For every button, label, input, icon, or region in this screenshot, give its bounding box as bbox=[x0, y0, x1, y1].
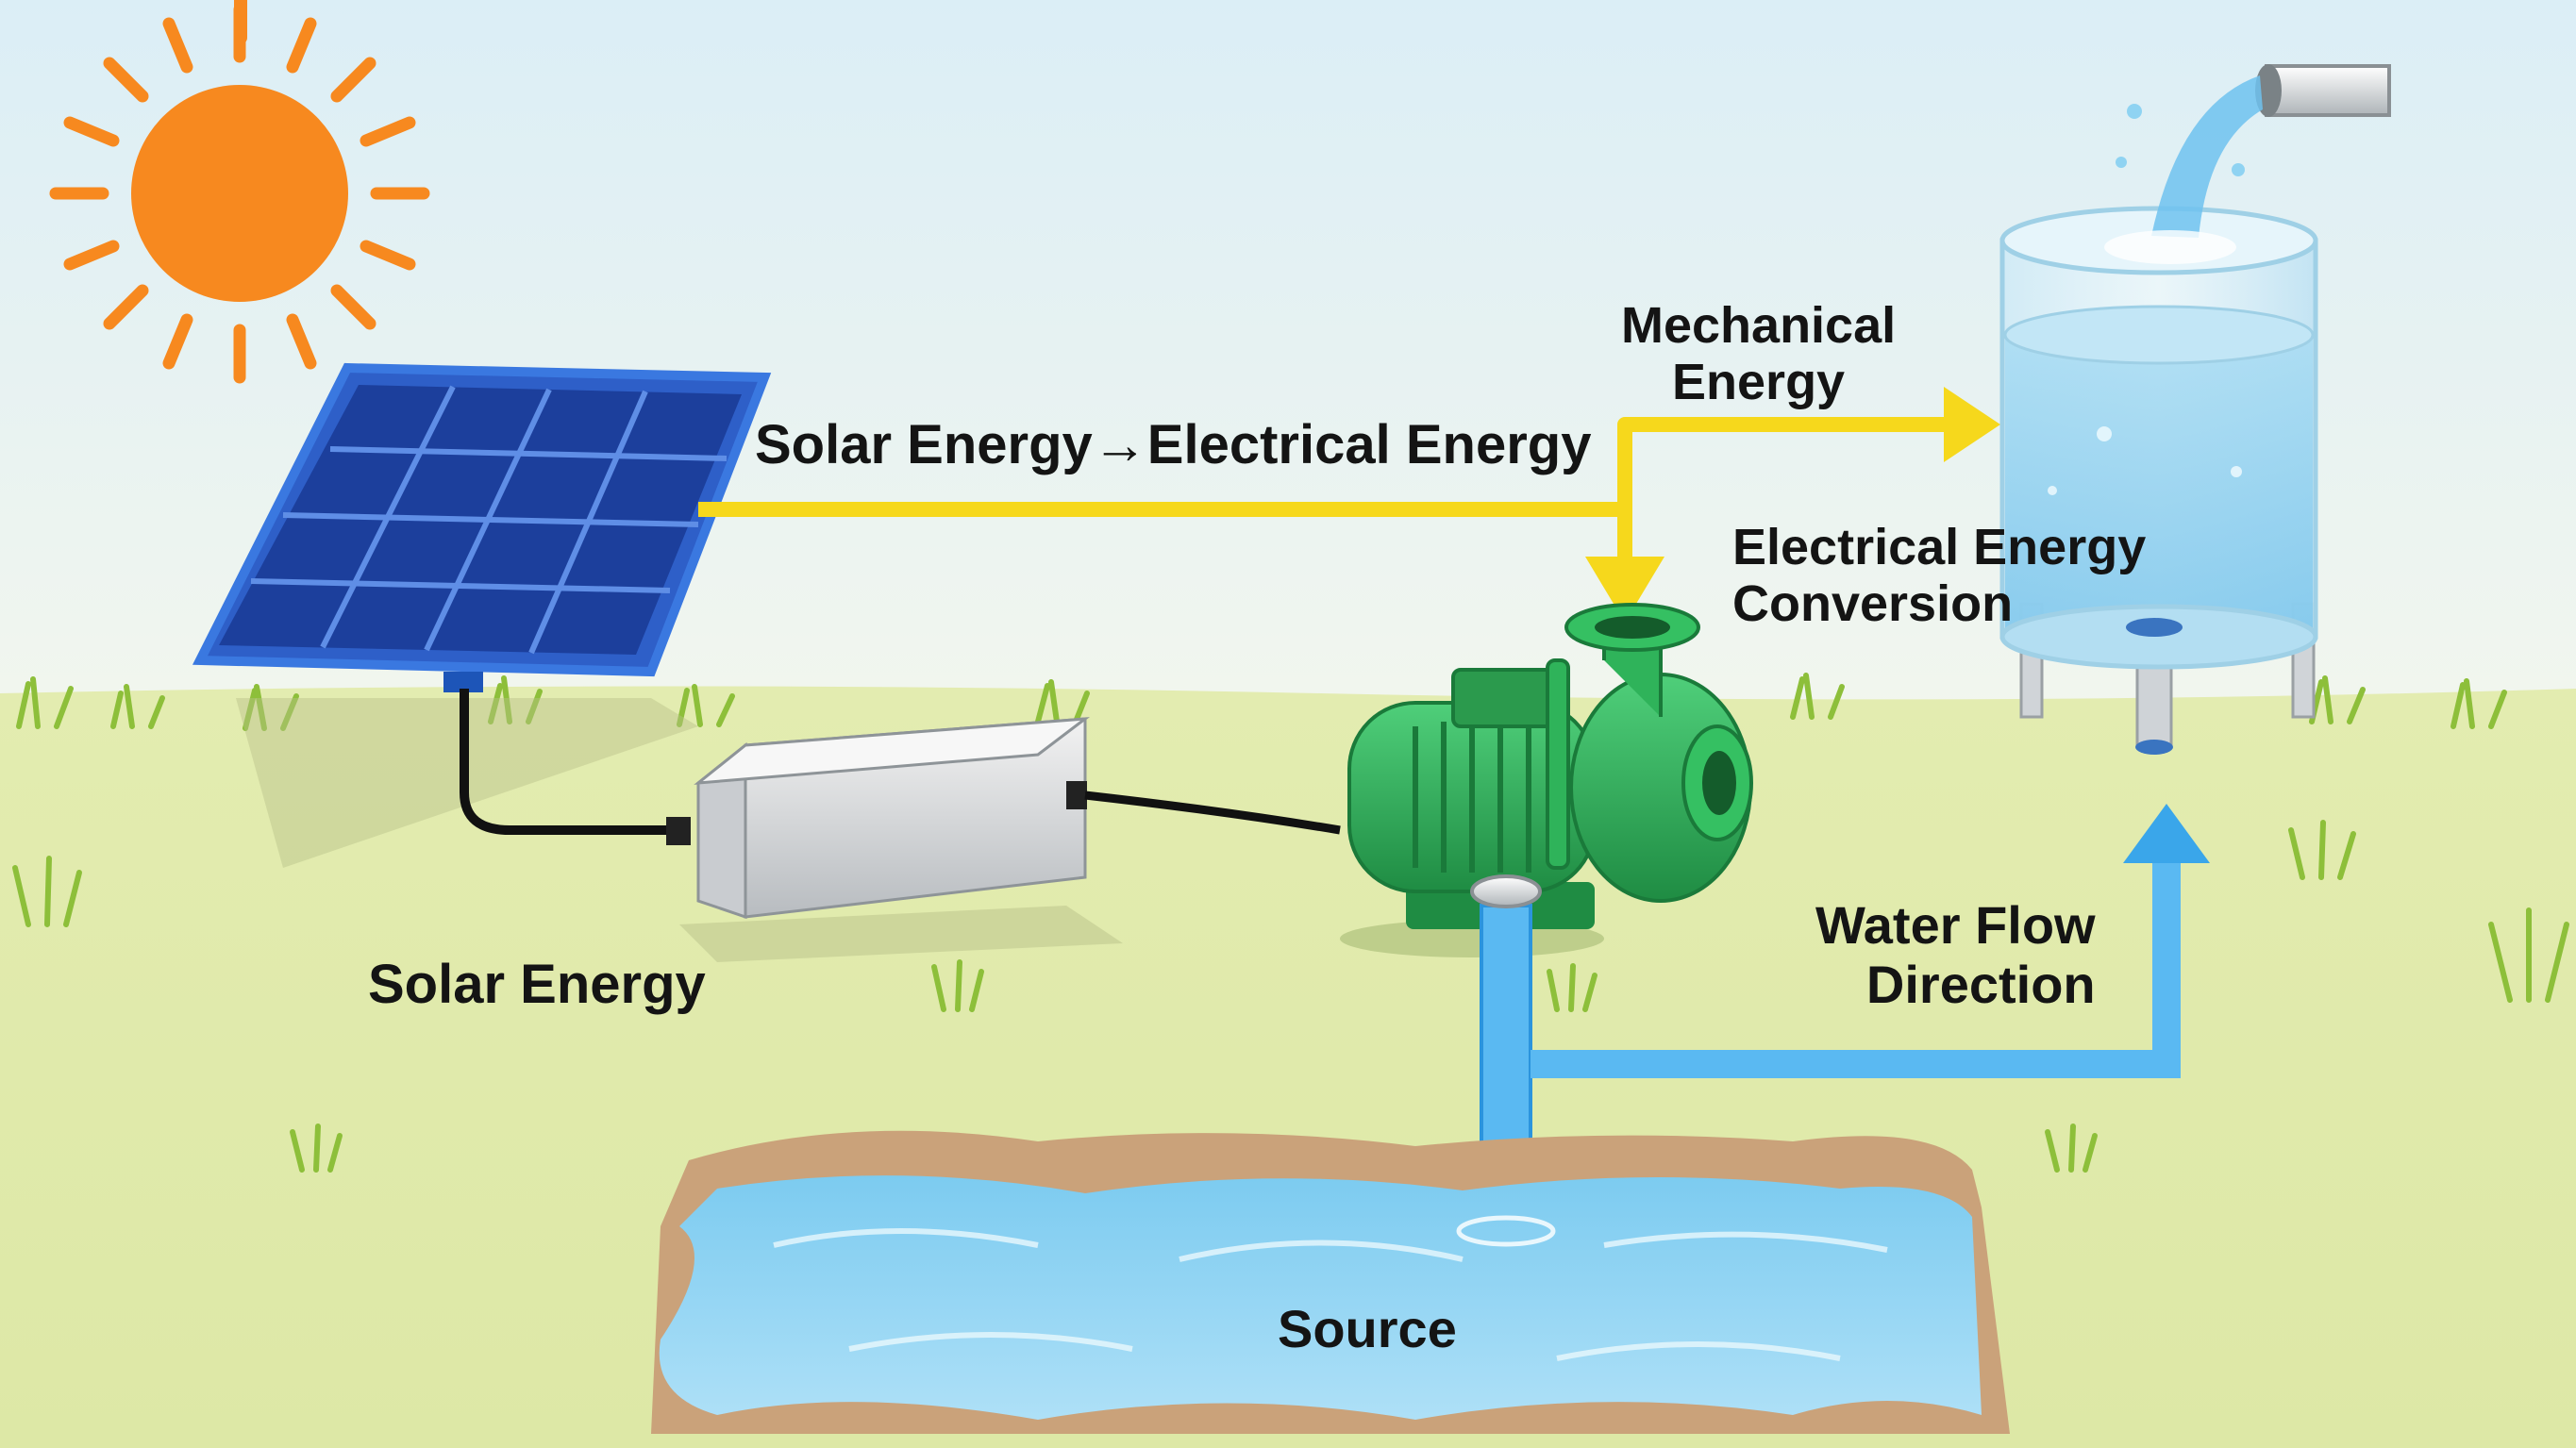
water-pump bbox=[1340, 603, 1753, 957]
label-water-flow-line1: Water Flow bbox=[1815, 895, 2096, 955]
label-source: Source bbox=[1278, 1299, 1457, 1359]
label-electrical-conversion-line1: Electrical Energy bbox=[1732, 519, 2147, 575]
label-electrical-conversion-line2: Conversion bbox=[1732, 575, 2014, 633]
arrow-head-down-to-pump bbox=[1585, 557, 1664, 623]
label-source-text: Source bbox=[1278, 1299, 1457, 1358]
grass-tufts bbox=[12, 673, 2569, 1173]
arrow-head-to-tank bbox=[1944, 387, 2000, 462]
label-solar-to-electrical-text: Solar Energy→Electrical Energy bbox=[755, 414, 1592, 475]
energy-flow-arrows bbox=[698, 417, 1953, 566]
inflow-pipe bbox=[2104, 64, 2391, 264]
water-tank bbox=[1999, 206, 2318, 755]
solar-panel bbox=[192, 362, 772, 868]
label-solar-energy: Solar Energy bbox=[368, 954, 706, 1016]
label-water-flow-line2: Direction bbox=[1865, 954, 2096, 1014]
water-source bbox=[651, 1130, 2010, 1434]
label-electrical-energy-conversion: Electrical Energy Conversion bbox=[1732, 519, 2146, 633]
sun-icon bbox=[49, 0, 430, 384]
controller-box bbox=[666, 717, 1341, 962]
label-solar-energy-text: Solar Energy bbox=[368, 954, 706, 1015]
label-water-flow-direction: Water Flow Direction bbox=[1815, 895, 2096, 1014]
label-solar-to-electrical: Solar Energy→Electrical Energy bbox=[755, 414, 1592, 476]
label-mechanical-line1: Mechanical bbox=[1621, 297, 1897, 354]
label-mechanical-line2: Energy bbox=[1672, 354, 1846, 411]
label-mechanical-energy: Mechanical Energy bbox=[1621, 297, 1896, 411]
